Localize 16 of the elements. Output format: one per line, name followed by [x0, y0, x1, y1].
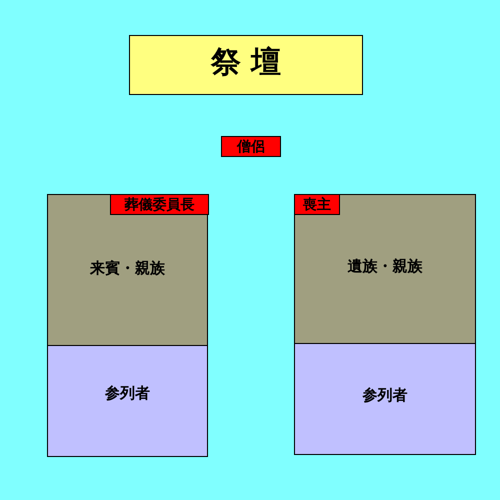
seat-label: 参列者 — [362, 386, 408, 405]
seat-tag — [110, 194, 209, 215]
seat-label: 祭 壇 — [210, 46, 282, 80]
seat-label: 僧侶 — [236, 138, 266, 156]
seating-area — [294, 194, 476, 344]
seat-label: 参列者 — [104, 384, 151, 403]
seat-label: 葬儀委員長 — [124, 196, 196, 214]
seating-area — [47, 194, 208, 346]
seat-label: 来賓・親族 — [88, 259, 166, 278]
seat-tag — [294, 194, 340, 215]
seat-label: 喪主 — [302, 196, 332, 214]
seating-area — [294, 343, 476, 455]
seat-label: 遺族・親族 — [346, 257, 424, 276]
seating-area — [47, 345, 208, 457]
seat-tag — [221, 136, 281, 157]
altar-box — [129, 35, 363, 95]
